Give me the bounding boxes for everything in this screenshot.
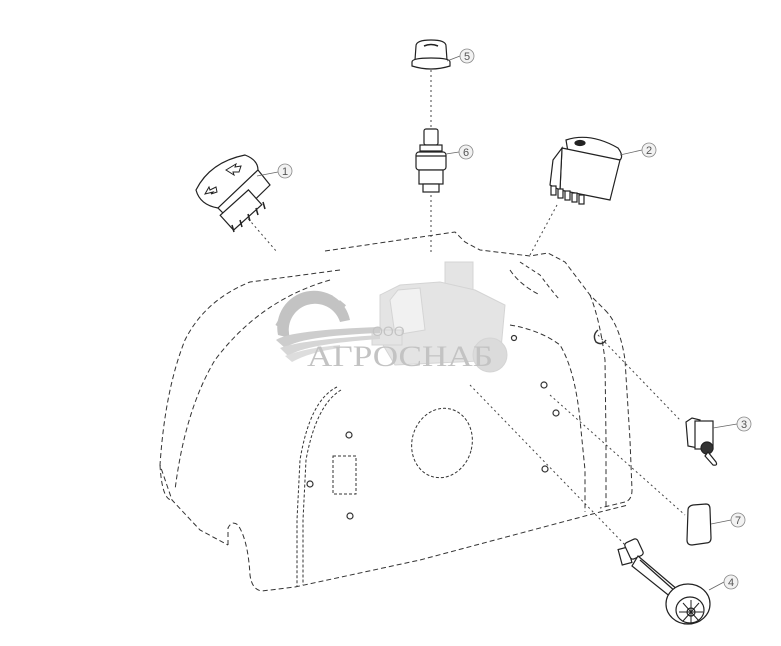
harvester-silhouette-icon [371, 261, 508, 373]
panel-housing [159, 231, 633, 592]
circular-cutout [411, 407, 473, 479]
gear-logo-icon [275, 290, 380, 362]
callout-label: 3 [741, 419, 747, 431]
assembly-lines [244, 70, 686, 549]
part-5-button-cap[interactable] [411, 39, 451, 70]
callout-3: 3 [736, 416, 752, 432]
arrow-down-icon [203, 185, 218, 195]
mounting-holes [306, 329, 607, 520]
callout-label: 6 [463, 147, 469, 159]
callouts [256, 55, 738, 591]
callout-2: 2 [641, 142, 657, 158]
part-4-connector-harness[interactable] [617, 538, 711, 625]
part-7-blanking-plate[interactable] [686, 503, 712, 546]
callout-4: 4 [723, 574, 739, 590]
part-2-rocker-switch[interactable] [549, 136, 623, 205]
callout-label: 5 [464, 51, 470, 63]
callout-7: 7 [730, 512, 746, 528]
housing-openings [332, 407, 473, 495]
part-3-toggle-switch[interactable] [685, 417, 718, 466]
callout-label: 4 [728, 577, 734, 589]
watermark-name: АГРОСНАБ [307, 340, 493, 373]
callout-1: 1 [277, 163, 293, 179]
rectangular-cutout [332, 455, 357, 495]
callout-6: 6 [458, 144, 474, 160]
watermark-logo: ООО АГРОСНАБ [275, 261, 508, 373]
callout-label: 7 [735, 515, 741, 527]
part-1-rocker-switch[interactable] [195, 154, 271, 233]
watermark-prefix: ООО [372, 323, 405, 339]
callout-label: 2 [646, 145, 652, 157]
part-6-push-switch[interactable] [415, 128, 447, 193]
callout-label: 1 [282, 166, 288, 178]
arrow-up-icon [225, 162, 242, 177]
callout-5: 5 [459, 48, 475, 64]
